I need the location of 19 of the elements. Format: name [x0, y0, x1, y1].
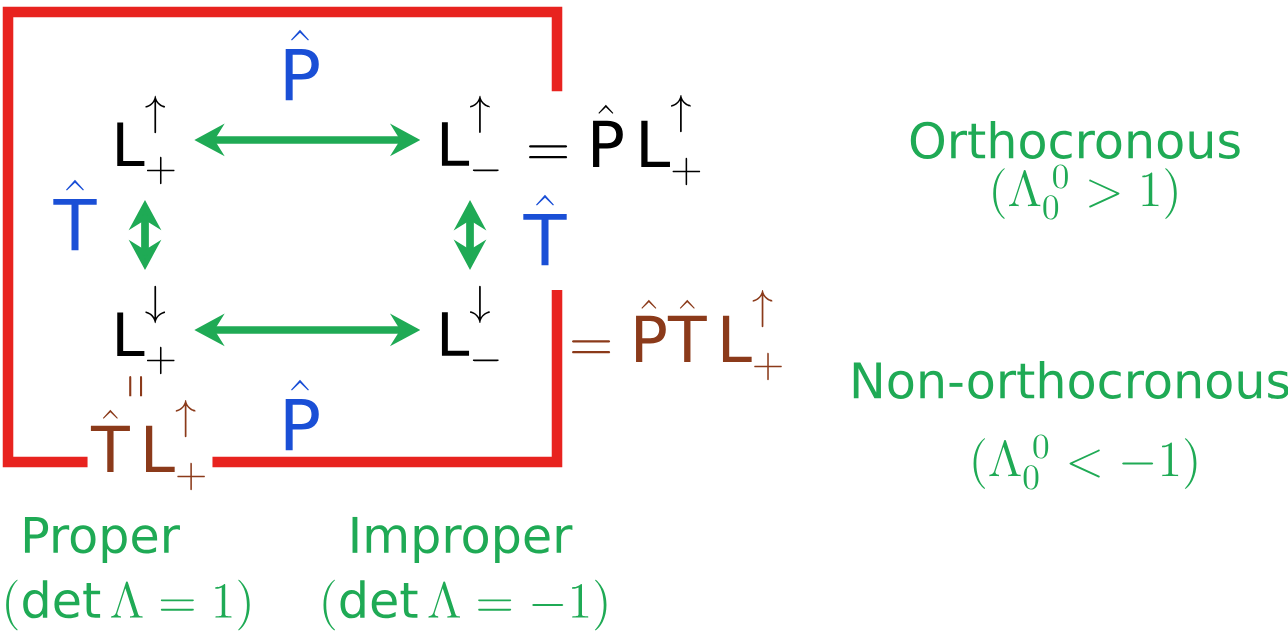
note-text: $(\det \Lambda = 1)$ — [6, 579, 250, 631]
note-text: Proper — [24, 516, 180, 564]
group-symbol: $\mathrm{L}_{+}^{\uparrow}$ — [117, 95, 175, 185]
note-text: Orthocronous — [910, 120, 1240, 160]
group-symbol: $\mathrm{L}_{-}^{\downarrow}$ — [441, 285, 499, 362]
note-text: $(\det \Lambda = -1)$ — [323, 579, 607, 631]
note-text: Non-orthocronous — [853, 360, 1288, 400]
edge-label: $\hat{\mathrm{P}}$ — [275, 376, 325, 454]
relation-text: $\hat{\mathrm{T}}\, \mathrm{L}_{+}^{\uparrow}$ — [87, 396, 213, 494]
note-text: $(\Lambda_{0}^{\;0} > 1)$ — [993, 164, 1177, 220]
group-symbol: $\mathrm{L}_{-}^{\uparrow}$ — [441, 95, 499, 172]
relation-text: $= \hat{\mathrm{P}}\hat{\mathrm{T}}\, \mathrm{L}_{+}^{\uparrow}$ — [565, 286, 790, 384]
note-text: $(\Lambda_{0}^{\;0} < -1)$ — [973, 434, 1197, 490]
group-symbol: $\mathrm{L}_{+}^{\downarrow}$ — [117, 285, 175, 375]
edge-label: $\hat{\mathrm{P}}$ — [275, 26, 325, 104]
edge-label: $\hat{\mathrm{T}}$ — [50, 176, 100, 254]
edge-label: $\hat{\mathrm{T}}$ — [520, 191, 570, 269]
note-text: Improper — [352, 516, 573, 564]
relation-text: $= \hat{\mathrm{P}}\, \mathrm{L}_{+}^{\uparrow}$ — [522, 91, 708, 189]
